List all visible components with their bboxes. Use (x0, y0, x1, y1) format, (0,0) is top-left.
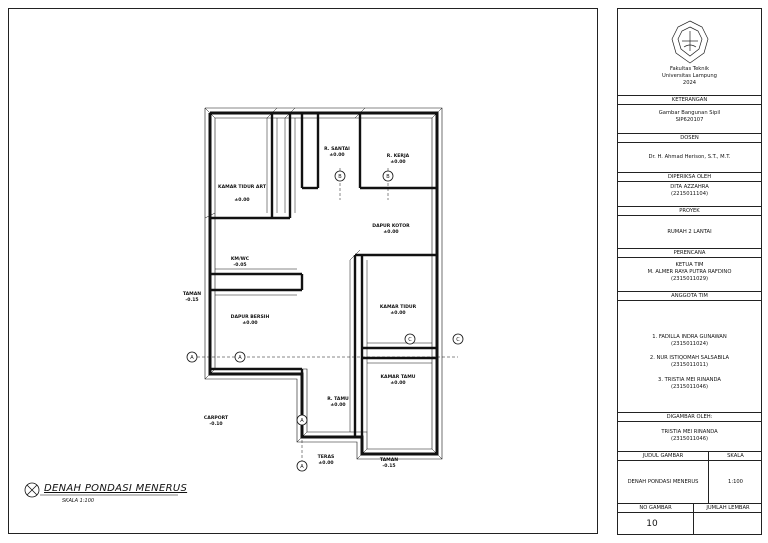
area-teras-level: ±0.00 (318, 460, 333, 466)
marker-a-3: A (300, 418, 304, 424)
room-kamar-tidur-art-level: ±0.00 (234, 197, 249, 203)
room-dapur-kotor-level: ±0.00 (383, 229, 398, 235)
digambar-name: TRISTIA MEI RINANDA (661, 429, 718, 435)
room-kamar-tidur-level: ±0.00 (390, 310, 405, 316)
room-r-tamu: R. TAMU (327, 396, 349, 402)
section-markers (186, 170, 464, 472)
room-km-wc: KM/WC (231, 256, 250, 262)
proyek-header: PROYEK (618, 206, 761, 215)
dosen-name: Dr. H. Ahmad Herison, S.T., M.T. (648, 154, 731, 160)
title-symbol-icon (24, 482, 178, 498)
member1-name: 1. FADILLA INDRA GUNAWAN (652, 334, 727, 340)
room-r-kerja-level: ±0.00 (390, 159, 405, 165)
corner-ties (204, 107, 443, 460)
area-taman-bottom-level: -0.15 (382, 463, 395, 469)
diperiksa-header: DIPERIKSA OLEH (618, 172, 761, 181)
area-carport: CARPORT (204, 415, 229, 421)
room-kamar-tamu-level: ±0.00 (390, 380, 405, 386)
area-taman-left-level: -0.15 (185, 297, 198, 303)
keterangan-header: KETERANGAN (618, 95, 761, 104)
area-taman-left: TAMAN (183, 291, 201, 297)
member2-name: 2. NUR ISTIQOMAH SALSABILA (649, 355, 730, 361)
university-logo-icon (671, 20, 709, 64)
diperiksa-name: DITA AZZAHRA (670, 184, 709, 190)
ketua-label: KETUA TIM (675, 262, 704, 268)
anggota-section: 1. FADILLA INDRA GUNAWAN (2315011024) 2.… (618, 300, 761, 412)
skala-value: 1:100 (728, 479, 743, 485)
course-code: SIP620107 (675, 117, 704, 123)
divider (693, 503, 694, 534)
room-r-santai-level: ±0.00 (329, 152, 344, 158)
marker-c-1: C (408, 337, 412, 343)
room-kamar-tamu: KAMAR TAMU (380, 374, 415, 380)
marker-a-4: A (300, 464, 304, 470)
perencana-section: KETUA TIM M. ALMER RAYA PUTRA RAFDINO (2… (618, 257, 761, 291)
diperiksa-section: DITA AZZAHRA (2215011104) (618, 181, 761, 206)
ketua-name: M. ALMER RAYA PUTRA RAFDINO (647, 269, 732, 275)
institution-line2: Universitas Lampung (662, 73, 717, 79)
room-r-tamu-level: ±0.00 (330, 402, 345, 408)
marker-c-2: C (456, 337, 460, 343)
marker-a-2: A (238, 355, 242, 361)
proyek-section: RUMAH 2 LANTAI (618, 215, 761, 248)
keterangan-section: Gambar Bangunan Sipil SIP620107 (618, 104, 761, 133)
room-dapur-bersih: DAPUR BERSIH (231, 314, 270, 320)
area-teras: TERAS (318, 454, 335, 460)
divider (708, 451, 709, 503)
marker-a-1: A (190, 355, 194, 361)
ketua-id: (2315011029) (670, 276, 709, 282)
drawing-title: DENAH PONDASI MENERUS (44, 483, 188, 494)
marker-b-1: B (338, 174, 342, 180)
nogambar-header: NO GAMBAR (639, 505, 672, 511)
room-r-kerja: R. KERJA (387, 153, 410, 159)
foundation-plan: B B C C A A A A R. SANTAI ±0.00 R. KERJA… (24, 107, 464, 498)
nogambar-header-row: NO GAMBAR JUMLAH LEMBAR (618, 503, 761, 512)
digambar-section: TRISTIA MEI RINANDA (2315011046) (618, 421, 761, 451)
member3-name: 3. TRISTIA MEI RINANDA (658, 377, 721, 383)
skala-header: SKALA (727, 453, 744, 459)
room-kamar-tidur-art: KAMAR TIDUR ART (218, 184, 267, 190)
perencana-header: PERENCANA (618, 248, 761, 257)
diperiksa-id: (2215011104) (670, 191, 709, 197)
member1-id: (2315011024) (670, 341, 709, 347)
member2-id: (2315011011) (670, 362, 709, 368)
nogambar-value: 10 (646, 519, 658, 529)
dosen-header: DOSEN (618, 133, 761, 142)
year: 2024 (682, 80, 697, 86)
digambar-header: DIGAMBAR OLEH: (618, 412, 761, 421)
room-kamar-tidur: KAMAR TIDUR (380, 304, 417, 310)
member3-id: (2315011046) (670, 384, 709, 390)
area-taman-bottom: TAMAN (380, 457, 398, 463)
anggota-header: ANGGOTA TIM (618, 291, 761, 300)
jumlah-header: JUMLAH LEMBAR (706, 505, 750, 511)
drawing-frame (8, 8, 598, 534)
drawing-scale: SKALA 1:100 (62, 498, 95, 504)
foundation-outline (204, 107, 443, 460)
dosen-section: Dr. H. Ahmad Herison, S.T., M.T. (618, 142, 761, 172)
proyek-name: RUMAH 2 LANTAI (667, 229, 712, 235)
room-dapur-kotor: DAPUR KOTOR (372, 223, 410, 229)
interior-foundations (210, 113, 437, 437)
judul-skala-row: DENAH PONDASI MENERUS 1:100 (618, 460, 761, 503)
area-carport-level: -0.10 (209, 421, 222, 427)
institution-line1: Fakultas Teknik (669, 66, 710, 72)
nogambar-row: 10 (618, 512, 761, 534)
title-block: Fakultas Teknik Universitas Lampung 2024… (617, 8, 762, 535)
room-km-wc-level: -0.05 (233, 262, 246, 268)
judul-value: DENAH PONDASI MENERUS (627, 479, 699, 485)
judul-header: JUDUL GAMBAR (642, 453, 684, 459)
room-r-santai: R. SANTAI (324, 146, 350, 152)
course-name: Gambar Bangunan Sipil (658, 110, 721, 116)
judul-skala-header-row: JUDUL GAMBAR SKALA (618, 451, 761, 460)
room-dapur-bersih-level: ±0.00 (242, 320, 257, 326)
digambar-id: (2315011046) (670, 436, 709, 442)
marker-b-2: B (386, 174, 390, 180)
